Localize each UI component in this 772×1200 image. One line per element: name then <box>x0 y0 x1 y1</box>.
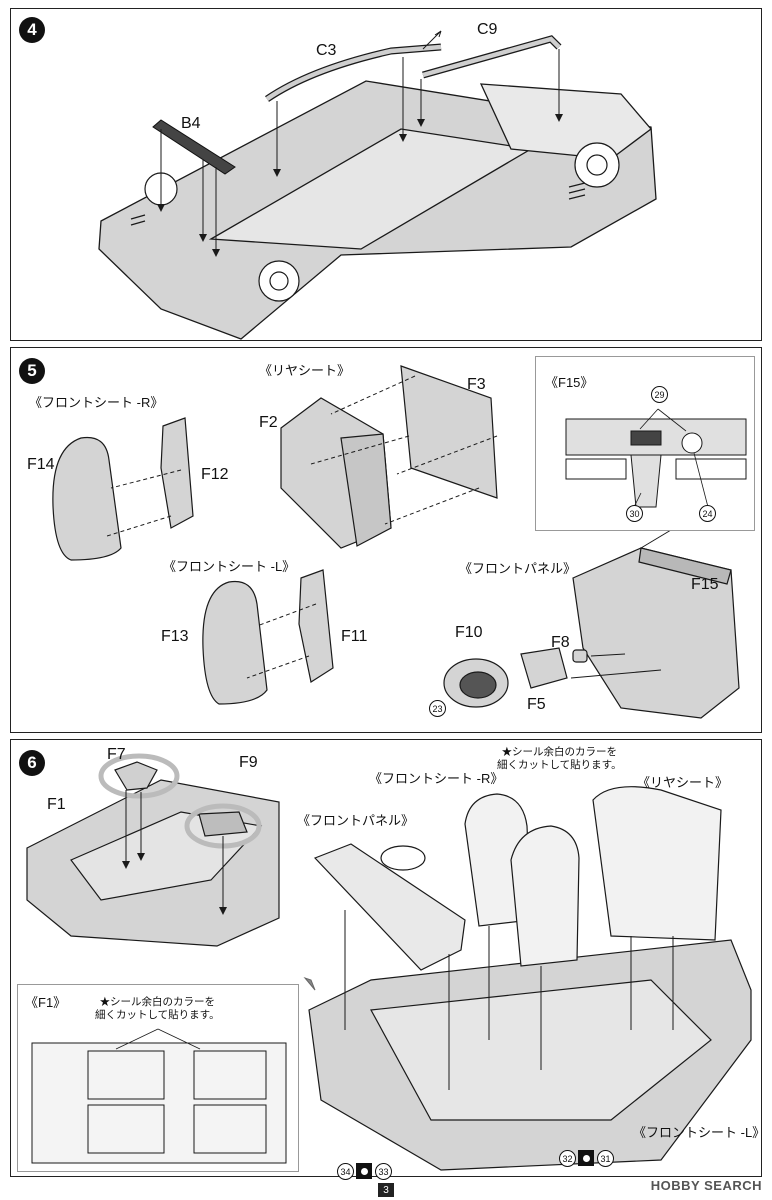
decal-color-swatch-pair <box>578 1150 594 1166</box>
step-number: 6 <box>19 750 45 776</box>
step-5-panel: 5 <box>10 347 762 733</box>
swatch-dark <box>356 1163 372 1179</box>
part-label-f12: F12 <box>201 466 229 483</box>
part-label-f10: F10 <box>455 624 483 641</box>
decal-32: 32 <box>559 1150 576 1167</box>
part-label-b4: B4 <box>181 115 201 132</box>
header-front-seat-r: 《フロントシート -R》 <box>29 395 164 410</box>
part-label-f5: F5 <box>527 696 546 713</box>
f1-inset <box>17 984 299 1172</box>
header-front-panel: 《フロントパネル》 <box>459 561 577 576</box>
header-front-seat-l: 《フロントシート -L》 <box>633 1125 766 1140</box>
part-label-f13: F13 <box>161 628 189 645</box>
part-label-c9: C9 <box>477 21 498 38</box>
swatch-dark <box>578 1150 594 1166</box>
page-number: 3 <box>378 1183 394 1197</box>
f1-top-view-drawing <box>31 1028 287 1164</box>
header-rear-seat: 《リヤシート》 <box>259 363 351 378</box>
watermark: HOBBY SEARCH <box>650 1178 762 1193</box>
decal-30: 30 <box>626 505 643 522</box>
part-label-f15: F15 <box>691 576 719 593</box>
header-f15-inset: 《F15》 <box>545 375 594 390</box>
step-number: 4 <box>19 17 45 43</box>
part-label-f11: F11 <box>341 628 368 645</box>
f15-detail-drawing <box>565 408 747 508</box>
part-label-f7: F7 <box>107 746 126 763</box>
decal-34: 34 <box>337 1163 354 1180</box>
part-label-c3: C3 <box>316 42 337 59</box>
interior-assembly-drawing <box>26 753 752 1171</box>
step-6-panel: 6 <box>10 739 766 1180</box>
part-label-f9: F9 <box>239 754 258 771</box>
decal-29: 29 <box>651 386 668 403</box>
sticker-note-inset: ★シール余白のカラーを 細くカットして貼ります。 <box>95 996 220 1022</box>
header-front-seat-l: 《フロントシート -L》 <box>163 559 296 574</box>
part-label-f14: F14 <box>27 456 55 473</box>
sticker-note-top: ★シール余白のカラーを 細くカットして貼ります。 <box>497 746 622 772</box>
sticker-note-line2: 細くカットして貼ります。 <box>497 759 622 771</box>
header-front-panel: 《フロントパネル》 <box>297 813 415 828</box>
chassis-drawing <box>98 30 657 340</box>
seats-and-panel-drawing <box>52 365 740 719</box>
part-label-f1: F1 <box>47 796 66 813</box>
sticker-note-line1: ★シール余白のカラーを <box>501 746 618 758</box>
sticker-note-line1: ★シール余白のカラーを <box>99 996 216 1008</box>
part-label-f3: F3 <box>467 376 486 393</box>
step-4-panel: 4 <box>10 8 762 341</box>
part-label-f2: F2 <box>259 414 278 431</box>
f15-inset <box>535 356 755 531</box>
header-front-seat-r: 《フロントシート -R》 <box>369 771 504 786</box>
header-rear-seat: 《リヤシート》 <box>637 775 729 790</box>
header-f1-inset: 《F1》 <box>25 995 67 1010</box>
decal-24: 24 <box>699 505 716 522</box>
decal-color-swatch-pair <box>356 1163 372 1179</box>
decal-33: 33 <box>375 1163 392 1180</box>
sticker-note-line2: 細くカットして貼ります。 <box>95 1009 220 1021</box>
decal-23: 23 <box>429 700 446 717</box>
part-label-f8: F8 <box>551 634 570 651</box>
step-number: 5 <box>19 358 45 384</box>
decal-31: 31 <box>597 1150 614 1167</box>
